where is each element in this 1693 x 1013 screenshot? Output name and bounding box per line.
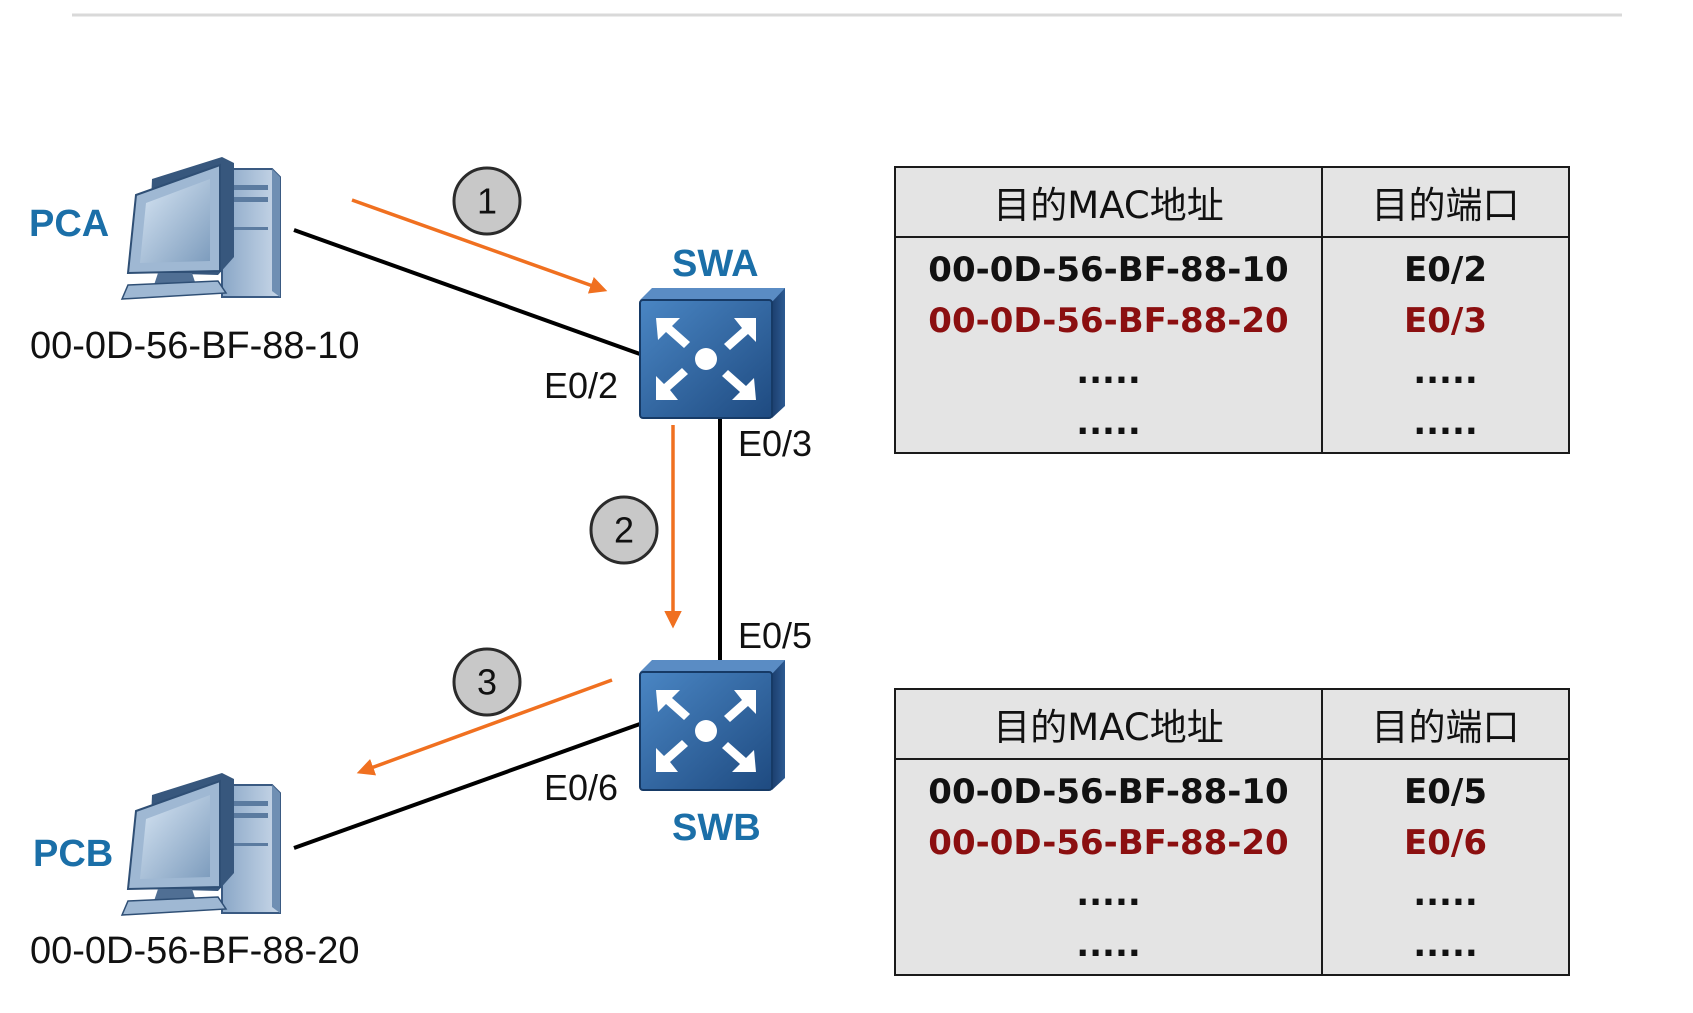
swb-port-e05-label: E0/5 — [738, 615, 812, 656]
table-row: 00-0D-56-BF-88-10 E0/2 — [895, 237, 1569, 295]
cell-port: E0/5 — [1404, 771, 1487, 812]
pca-label: PCA — [29, 203, 109, 245]
table-row: ..... ..... — [895, 397, 1569, 453]
swa-port-e02-label: E0/2 — [544, 365, 618, 406]
pcb-label: PCB — [33, 833, 113, 875]
header-dest-port: 目的端口 — [1322, 689, 1569, 760]
swb-switch-icon — [639, 659, 786, 791]
swa-label: SWA — [672, 243, 759, 285]
cell-mac: ..... — [895, 868, 1323, 919]
pca-mac-label: 00-0D-56-BF-88-10 — [30, 325, 359, 367]
cell-mac: ..... — [895, 919, 1323, 975]
step-2-number: 2 — [614, 510, 634, 551]
cell-mac: 00-0D-56-BF-88-10 — [895, 759, 1323, 817]
swa-port-e03-label: E0/3 — [738, 423, 812, 464]
step-3-number: 3 — [477, 662, 497, 703]
cell-port: ..... — [1413, 351, 1478, 392]
cell-mac: 00-0D-56-BF-88-10 — [895, 237, 1323, 295]
link-swb-pcb — [293, 722, 641, 850]
table-row: 00-0D-56-BF-88-10 E0/5 — [895, 759, 1569, 817]
swb-label: SWB — [672, 807, 761, 849]
flow-arrow-1 — [351, 198, 608, 294]
pca-computer-icon — [121, 156, 281, 300]
cell-port: E0/3 — [1404, 300, 1487, 341]
table-row: ..... ..... — [895, 919, 1569, 975]
swa-mac-table: 目的MAC地址 目的端口 00-0D-56-BF-88-10 E0/2 00-0… — [894, 166, 1570, 454]
pcb-mac-label: 00-0D-56-BF-88-20 — [30, 930, 359, 972]
table-header-row: 目的MAC地址 目的端口 — [895, 167, 1569, 238]
step-3-circle — [452, 647, 522, 717]
header-dest-port: 目的端口 — [1322, 167, 1569, 238]
swb-mac-table: 目的MAC地址 目的端口 00-0D-56-BF-88-10 E0/5 00-0… — [894, 688, 1570, 976]
cell-mac: ..... — [895, 346, 1323, 397]
flow-arrow-3 — [356, 678, 613, 776]
cell-port: E0/2 — [1404, 249, 1487, 290]
step-1-marker: 1 — [452, 166, 522, 236]
cell-port: ..... — [1413, 402, 1478, 443]
table-row-highlighted: 00-0D-56-BF-88-20 E0/3 — [895, 295, 1569, 346]
cell-port: E0/6 — [1404, 822, 1487, 863]
cell-mac: 00-0D-56-BF-88-20 — [895, 295, 1323, 346]
step-2-circle — [589, 495, 659, 565]
link-pca-swa — [293, 228, 641, 356]
table-row-highlighted: 00-0D-56-BF-88-20 E0/6 — [895, 817, 1569, 868]
swb-port-e06-label: E0/6 — [544, 767, 618, 808]
table-row: ..... ..... — [895, 346, 1569, 397]
cell-port: ..... — [1413, 924, 1478, 965]
header-dest-mac: 目的MAC地址 — [895, 689, 1323, 760]
cell-mac: 00-0D-56-BF-88-20 — [895, 817, 1323, 868]
step-1-circle — [452, 166, 522, 236]
table-header-row: 目的MAC地址 目的端口 — [895, 689, 1569, 760]
table-row: ..... ..... — [895, 868, 1569, 919]
cell-port: ..... — [1413, 873, 1478, 914]
step-1-number: 1 — [477, 181, 497, 222]
step-2-marker: 2 — [589, 495, 659, 565]
step-3-marker: 3 — [452, 647, 522, 717]
swa-switch-icon — [639, 287, 786, 419]
pcb-computer-icon — [121, 772, 281, 916]
cell-mac: ..... — [895, 397, 1323, 453]
header-dest-mac: 目的MAC地址 — [895, 167, 1323, 238]
